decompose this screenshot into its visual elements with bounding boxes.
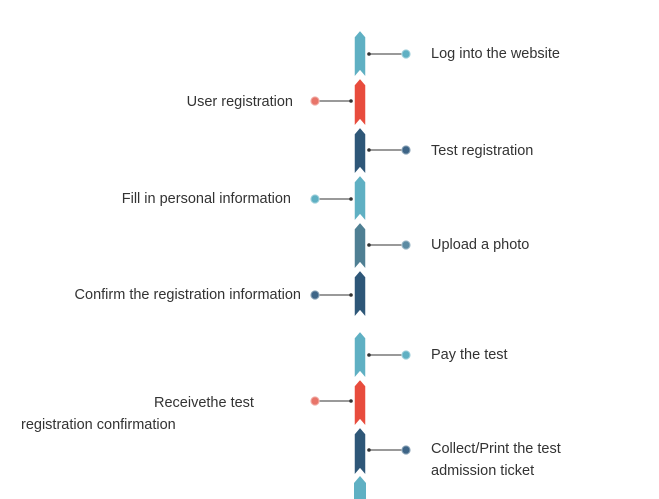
connector-end-dot — [367, 353, 371, 357]
spine-segment — [353, 76, 367, 130]
spine-segment — [353, 377, 367, 430]
step-fill-personal-info: Fill in personal information — [121, 191, 291, 207]
step-log-into-website: Log into the website — [431, 46, 560, 62]
step-marker-ring — [401, 240, 411, 250]
connector-end-dot — [367, 52, 371, 56]
spine-segment-cap — [354, 476, 366, 499]
connector-end-dot — [367, 148, 371, 152]
connector-end-dot — [349, 399, 353, 403]
spine-segment — [353, 425, 367, 479]
step-confirm-registration: Confirm the registration information — [74, 287, 301, 303]
spine-segment — [353, 28, 367, 81]
spine-segment — [353, 173, 367, 225]
step-marker-ring — [310, 396, 320, 406]
step-receive-confirmation-line2: registration confirmation — [21, 417, 176, 433]
spine-segment — [353, 220, 367, 273]
step-user-registration: User registration — [186, 94, 293, 110]
step-pay-test: Pay the test — [431, 347, 508, 363]
step-marker-ring — [401, 145, 411, 155]
step-marker-ring — [310, 96, 320, 106]
step-print-ticket-line2: admission ticket — [431, 463, 535, 479]
step-test-registration: Test registration — [431, 143, 534, 159]
step-print-ticket-line1: Collect/Print the test — [431, 441, 561, 457]
spine-segment — [353, 329, 367, 382]
connector-end-dot — [349, 197, 353, 201]
connector-end-dot — [367, 448, 371, 452]
connector-end-dot — [349, 293, 353, 297]
connector-end-dot — [367, 243, 371, 247]
step-marker-ring — [401, 445, 411, 455]
step-upload-photo: Upload a photo — [431, 237, 530, 253]
step-marker-ring — [401, 350, 411, 360]
connector-end-dot — [349, 99, 353, 103]
step-marker-ring — [401, 49, 411, 59]
step-marker-ring — [310, 290, 320, 300]
spine-segment — [353, 125, 367, 178]
step-marker-ring — [310, 194, 320, 204]
step-receive-confirmation-line1: Receivethe test — [154, 395, 254, 411]
spine-segment — [353, 268, 367, 321]
